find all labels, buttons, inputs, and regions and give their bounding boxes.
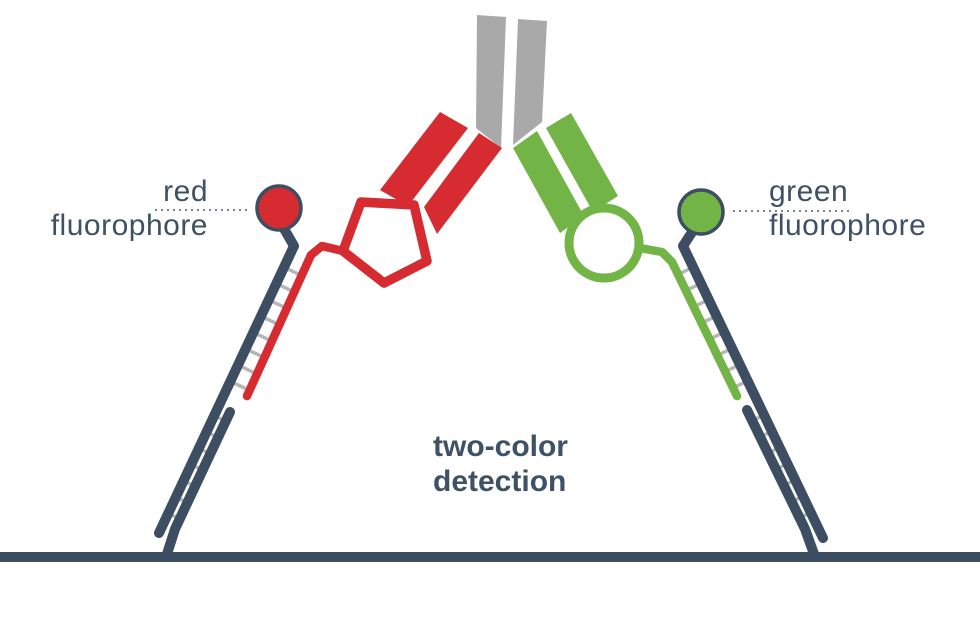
red-fluorophore-dot xyxy=(255,184,303,232)
navy-strands xyxy=(154,215,828,559)
green-ring-motif xyxy=(564,203,644,283)
right-surface-anchor-strand xyxy=(742,405,819,559)
right-fluorophore-label: green fluorophore xyxy=(769,175,926,242)
red-arm-bar-lower xyxy=(424,133,502,234)
left-fluorophore-label: red fluorophore xyxy=(51,175,208,242)
green-arm-bar-upper xyxy=(513,131,584,233)
red-pentagon-motif xyxy=(338,197,432,288)
title-line1: two-color xyxy=(433,430,568,463)
green-arm-bar-lower xyxy=(546,113,618,212)
diagram-title: two-color detection xyxy=(433,430,568,498)
green-reporter-strand xyxy=(635,243,742,401)
gray-target-bar-left xyxy=(476,15,506,148)
left-label-line2: fluorophore xyxy=(51,209,208,242)
right-label-line1: green xyxy=(769,175,848,208)
green-probe-arm-bars xyxy=(513,113,618,233)
green-fluorophore-dot xyxy=(677,188,725,236)
right-label-line2: fluorophore xyxy=(769,209,926,242)
red-probe-arm-bars xyxy=(380,112,502,234)
left-surface-anchor-strand xyxy=(162,407,235,559)
gray-target-bar-right xyxy=(513,19,547,145)
left-label-line1: red xyxy=(163,175,208,208)
red-arm-bar-upper xyxy=(380,112,468,206)
green-probe-structure xyxy=(564,203,742,401)
left-fluorophore-strand xyxy=(154,215,299,538)
red-probe-structure xyxy=(242,197,432,401)
title-line2: detection xyxy=(433,465,566,498)
red-reporter-strand xyxy=(242,241,348,401)
right-fluorophore-strand xyxy=(678,215,828,543)
target-strand-gray-bars xyxy=(476,15,547,148)
